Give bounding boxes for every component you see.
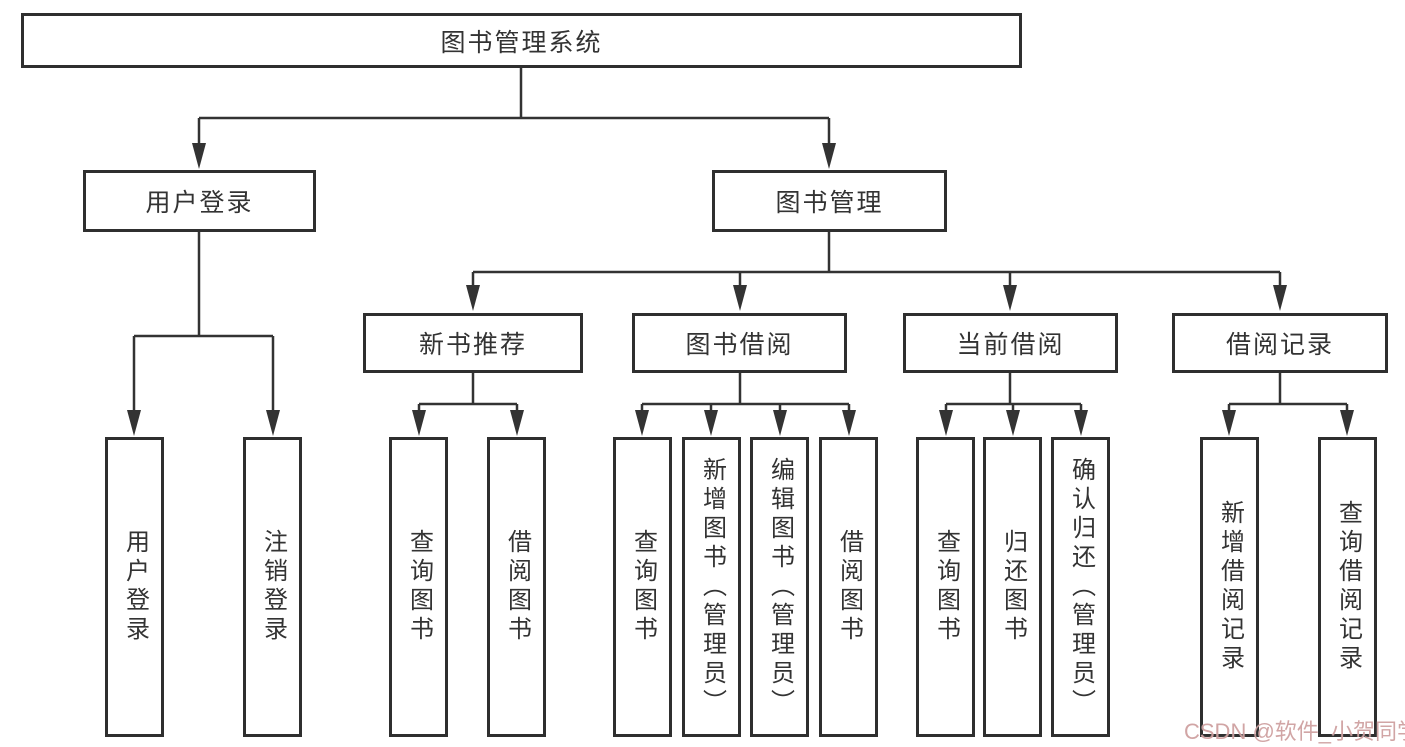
node-new-book-recommend: 新书推荐	[363, 313, 583, 373]
node-user-login-label: 用户登录	[145, 189, 254, 217]
leaf-confirm-return-admin: 确认归还（管理员）	[1051, 437, 1110, 737]
leaf-query-books-current: 查询图书	[916, 437, 975, 737]
node-current-borrow: 当前借阅	[903, 313, 1118, 373]
leaf-add-book-admin: 新增图书（管理员）	[682, 437, 741, 737]
node-root: 图书管理系统	[21, 13, 1022, 68]
node-current-borrow-label: 当前借阅	[956, 331, 1065, 359]
node-book-borrow: 图书借阅	[632, 313, 847, 373]
leaf-edit-book-admin: 编辑图书（管理员）	[750, 437, 809, 737]
node-book-management: 图书管理	[712, 170, 947, 232]
leaf-borrow-books: 借阅图书	[819, 437, 878, 737]
leaf-logout: 注销登录	[243, 437, 302, 737]
node-borrow-records-label: 借阅记录	[1225, 331, 1334, 359]
node-book-management-label: 图书管理	[775, 189, 884, 217]
leaf-query-books-recommend: 查询图书	[389, 437, 448, 737]
leaf-borrow-books-recommend: 借阅图书	[487, 437, 546, 737]
node-borrow-records: 借阅记录	[1172, 313, 1388, 373]
node-book-borrow-label: 图书借阅	[685, 331, 794, 359]
node-user-login: 用户登录	[83, 170, 316, 232]
watermark: CSDN @软件_小贺同学	[1184, 719, 1405, 744]
node-root-label: 图书管理系统	[440, 28, 603, 57]
leaf-query-books-borrow: 查询图书	[613, 437, 672, 737]
leaf-query-borrow-record: 查询借阅记录	[1318, 437, 1377, 737]
node-new-book-recommend-label: 新书推荐	[418, 331, 527, 359]
leaf-add-borrow-record: 新增借阅记录	[1200, 437, 1259, 737]
arrowhead-icons	[127, 143, 1354, 436]
leaf-user-login: 用户登录	[105, 437, 164, 737]
leaf-return-book: 归还图书	[983, 437, 1042, 737]
